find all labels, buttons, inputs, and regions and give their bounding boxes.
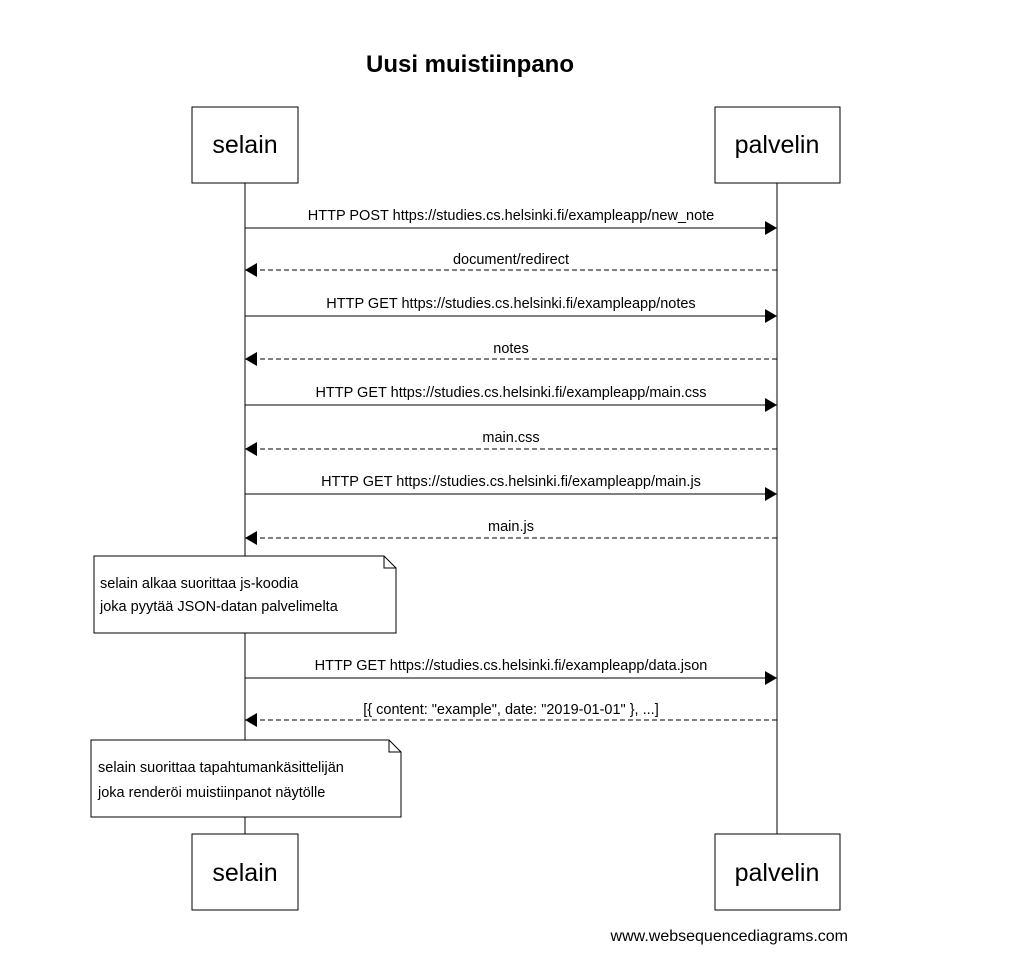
participant-palvelin-bottom: palvelin bbox=[714, 833, 841, 911]
message-2: document/redirect bbox=[245, 252, 777, 277]
message-3: HTTP GET https://studies.cs.helsinki.fi/… bbox=[245, 296, 777, 323]
message-label: document/redirect bbox=[453, 252, 569, 268]
participant-palvelin-top: palvelin bbox=[714, 106, 841, 184]
message-1: HTTP POST https://studies.cs.helsinki.fi… bbox=[245, 208, 777, 235]
note-fold bbox=[383, 556, 396, 569]
participant-label: palvelin bbox=[735, 131, 820, 159]
message-label: main.js bbox=[488, 519, 534, 535]
participant-label: selain bbox=[212, 131, 277, 159]
participant-selain-top: selain bbox=[191, 106, 299, 184]
note-fold bbox=[388, 740, 401, 753]
message-4: notes bbox=[245, 341, 777, 366]
note-box bbox=[90, 739, 402, 818]
message-10: [{ content: "example", date: "2019-01-01… bbox=[245, 702, 777, 727]
message-8: main.js bbox=[245, 519, 777, 545]
note-line-1: selain suorittaa tapahtumankäsittelijän bbox=[98, 760, 344, 776]
message-label: [{ content: "example", date: "2019-01-01… bbox=[363, 702, 658, 718]
participant-selain-bottom: selain bbox=[191, 833, 299, 911]
message-label: HTTP GET https://studies.cs.helsinki.fi/… bbox=[326, 296, 695, 312]
footer-watermark: www.websequencediagrams.com bbox=[610, 928, 848, 945]
message-label: HTTP POST https://studies.cs.helsinki.fi… bbox=[308, 208, 714, 224]
participant-label: palvelin bbox=[735, 859, 820, 887]
participant-label: selain bbox=[212, 859, 277, 887]
message-label: notes bbox=[493, 341, 528, 357]
diagram-title: Uusi muistiinpano bbox=[366, 51, 574, 78]
note-line-1: selain alkaa suorittaa js-koodia bbox=[100, 576, 299, 592]
message-5: HTTP GET https://studies.cs.helsinki.fi/… bbox=[245, 385, 777, 412]
note-2: selain suorittaa tapahtumankäsittelijän … bbox=[90, 739, 402, 818]
note-1: selain alkaa suorittaa js-koodia joka py… bbox=[93, 555, 397, 634]
message-6: main.css bbox=[245, 430, 777, 456]
note-line-2: joka renderöi muistiinpanot näytölle bbox=[97, 785, 325, 801]
note-line-2: joka pyytää JSON-datan palvelimelta bbox=[99, 599, 339, 615]
message-9: HTTP GET https://studies.cs.helsinki.fi/… bbox=[245, 658, 777, 685]
message-label: HTTP GET https://studies.cs.helsinki.fi/… bbox=[321, 474, 701, 490]
message-label: HTTP GET https://studies.cs.helsinki.fi/… bbox=[315, 385, 706, 401]
note-box bbox=[93, 555, 397, 634]
message-label: HTTP GET https://studies.cs.helsinki.fi/… bbox=[315, 658, 708, 674]
message-label: main.css bbox=[482, 430, 539, 446]
message-7: HTTP GET https://studies.cs.helsinki.fi/… bbox=[245, 474, 777, 501]
